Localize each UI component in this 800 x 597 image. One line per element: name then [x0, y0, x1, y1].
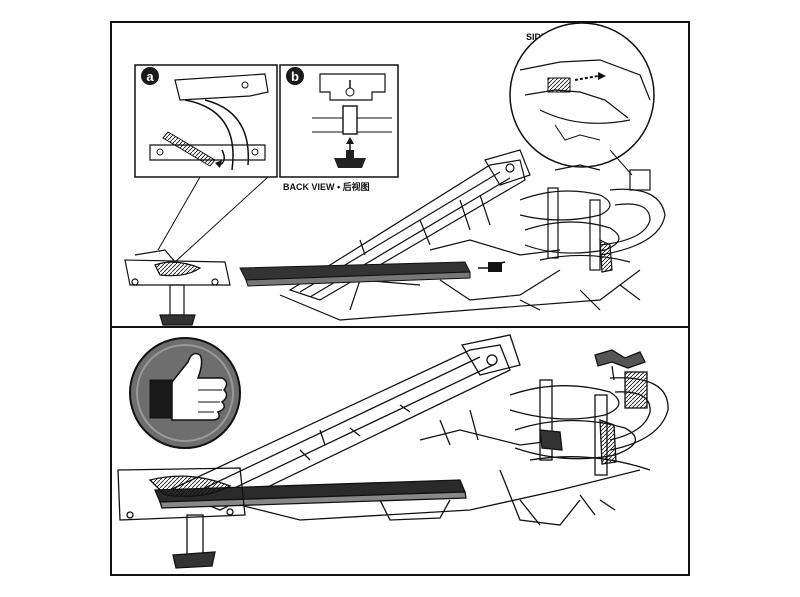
- top-step-panel: a b: [124, 22, 666, 326]
- thumbs-up-icon: [129, 337, 241, 449]
- bottom-assembly: [117, 334, 669, 569]
- inset-b: b: [279, 64, 399, 178]
- side-view-callout: SIDE VIEW • 侧视图: [509, 22, 655, 176]
- badge-a: [141, 67, 159, 85]
- bottom-step-panel: [117, 334, 669, 569]
- inset-a: a: [134, 64, 278, 178]
- step-divider: [110, 326, 690, 328]
- back-view-label: BACK VIEW • 后视图: [283, 181, 370, 192]
- top-left-stand: [124, 249, 231, 326]
- inset-leader-lines: [157, 176, 269, 263]
- rail-part: [239, 261, 506, 287]
- badge-b: [286, 67, 304, 85]
- badge-a-label: a: [146, 69, 154, 84]
- badge-b-label: b: [291, 69, 299, 84]
